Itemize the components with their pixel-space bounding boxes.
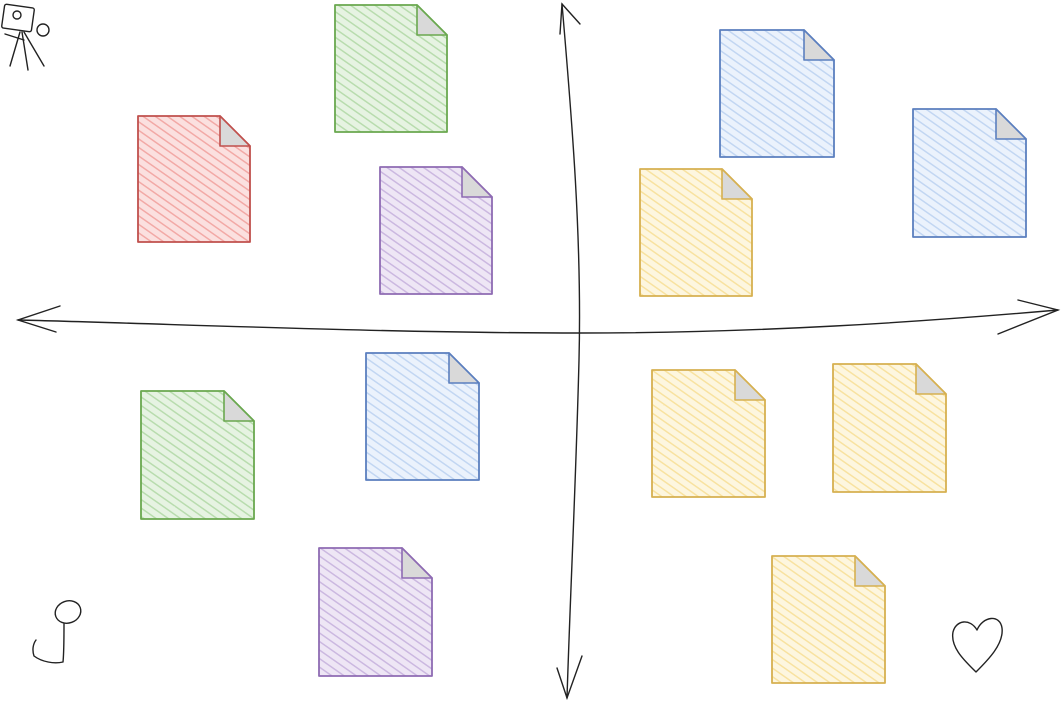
document-card-outline	[137, 115, 251, 243]
vertical-axis-top-arrowhead	[559, 2, 581, 35]
vertical-axis	[561, 3, 581, 699]
document-card-fill	[319, 548, 432, 676]
document-card-fill	[833, 364, 946, 492]
document-card-fill	[913, 109, 1026, 237]
document-card[interactable]	[379, 166, 493, 295]
document-card-outline	[651, 369, 766, 498]
document-card[interactable]	[137, 115, 251, 243]
document-card-outline	[318, 547, 433, 677]
document-card-fill	[640, 169, 752, 296]
horizontal-axis-right-arrowhead	[997, 299, 1061, 335]
hook-icon	[32, 600, 82, 664]
document-card[interactable]	[651, 369, 766, 498]
horizontal-axis-left-arrowhead	[15, 305, 61, 333]
document-card-fill	[335, 5, 447, 132]
document-card[interactable]	[719, 29, 835, 158]
vertical-axis-bottom-arrowhead	[556, 655, 583, 701]
axes	[15, 2, 1061, 701]
document-card-outline	[379, 166, 493, 295]
document-card-fill	[772, 556, 885, 683]
document-card[interactable]	[832, 363, 947, 493]
document-card[interactable]	[140, 390, 255, 520]
document-card-fold	[461, 166, 493, 198]
document-card-fill	[138, 116, 250, 242]
document-card[interactable]	[912, 108, 1027, 238]
document-card-outline	[771, 555, 886, 684]
document-card-outline	[639, 168, 753, 297]
document-card-fold	[448, 352, 480, 384]
heart-icon	[952, 617, 1003, 673]
document-card-fold	[223, 390, 255, 422]
document-card-fill	[141, 391, 254, 519]
document-card-fold	[219, 115, 251, 147]
document-card[interactable]	[365, 352, 480, 481]
document-card-fill	[380, 167, 492, 294]
camera-icon	[1, 3, 50, 71]
document-card-fold	[995, 108, 1027, 140]
document-card-outline	[140, 390, 255, 520]
document-card-fold	[854, 555, 886, 587]
document-card-fill	[366, 353, 479, 480]
document-card-outline	[832, 363, 947, 493]
document-card-fold	[734, 369, 766, 401]
document-card-fold	[416, 4, 448, 36]
horizontal-axis	[17, 309, 1059, 334]
document-card-outline	[912, 108, 1027, 238]
document-card[interactable]	[334, 4, 448, 133]
document-card-outline	[334, 4, 448, 133]
document-card-fold	[915, 363, 947, 395]
document-card[interactable]	[771, 555, 886, 684]
document-card-fold	[803, 29, 835, 61]
document-card-fold	[401, 547, 433, 579]
document-card[interactable]	[639, 168, 753, 297]
document-card-outline	[719, 29, 835, 158]
document-cards	[137, 4, 1027, 684]
document-card-outline	[365, 352, 480, 481]
document-card-fill	[652, 370, 765, 497]
document-card[interactable]	[318, 547, 433, 677]
document-card-fold	[721, 168, 753, 200]
document-card-fill	[720, 30, 834, 157]
